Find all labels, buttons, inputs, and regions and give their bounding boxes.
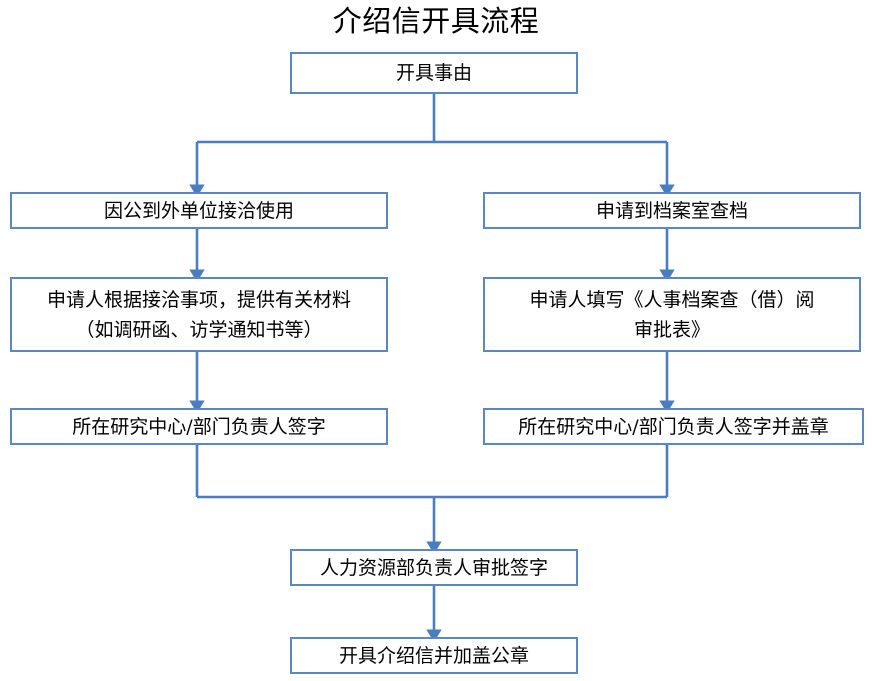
node-label-line: 申请人填写《人事档案查（借）阅 xyxy=(529,288,815,311)
node-center-leader-sign-seal[interactable]: 所在研究中心/部门负责人签字并盖章 xyxy=(483,408,864,445)
node-fill-approval-form[interactable]: 申请人填写《人事档案查（借）阅审批表》 xyxy=(483,277,861,352)
node-label-line: 所在研究中心/部门负责人签字并盖章 xyxy=(518,415,829,438)
node-archive-request[interactable]: 申请到档案室查档 xyxy=(483,192,861,229)
node-label: 所在研究中心/部门负责人签字 xyxy=(18,412,380,442)
node-center-leader-sign[interactable]: 所在研究中心/部门负责人签字 xyxy=(10,408,388,445)
node-label: 所在研究中心/部门负责人签字并盖章 xyxy=(491,412,856,442)
node-hr-approval-sign[interactable]: 人力资源部负责人审批签字 xyxy=(290,549,578,586)
node-label: 开具事由 xyxy=(298,58,570,88)
node-label-line: 申请人根据接洽事项，提供有关材料 xyxy=(46,288,351,311)
node-issue-letter-seal[interactable]: 开具介绍信并加盖公章 xyxy=(290,637,578,674)
node-label-line: （如调研函、访学通知书等） xyxy=(75,318,323,341)
page-title: 介绍信开具流程 xyxy=(332,4,540,38)
node-label-line: 申请到档案室查档 xyxy=(595,199,748,222)
node-label: 申请人根据接洽事项，提供有关材料 （如调研函、访学通知书等） xyxy=(18,285,380,345)
node-label-line: 所在研究中心/部门负责人签字 xyxy=(72,415,326,438)
node-label-line: 因公到外单位接洽使用 xyxy=(103,199,294,222)
node-label: 因公到外单位接洽使用 xyxy=(18,196,380,226)
node-label-line: 开具介绍信并加盖公章 xyxy=(338,644,529,667)
node-label: 申请到档案室查档 xyxy=(491,196,853,226)
node-start-reason[interactable]: 开具事由 xyxy=(290,52,578,94)
node-label: 开具介绍信并加盖公章 xyxy=(298,641,570,671)
node-provide-materials[interactable]: 申请人根据接洽事项，提供有关材料 （如调研函、访学通知书等） xyxy=(10,277,388,352)
node-label-line: 审批表》 xyxy=(633,318,710,341)
node-label-line: 人力资源部负责人审批签字 xyxy=(319,556,548,579)
node-label-line: 开具事由 xyxy=(395,62,472,84)
node-label: 申请人填写《人事档案查（借）阅审批表》 xyxy=(491,285,853,345)
node-external-liaison[interactable]: 因公到外单位接洽使用 xyxy=(10,192,388,229)
node-label: 人力资源部负责人审批签字 xyxy=(298,553,570,583)
